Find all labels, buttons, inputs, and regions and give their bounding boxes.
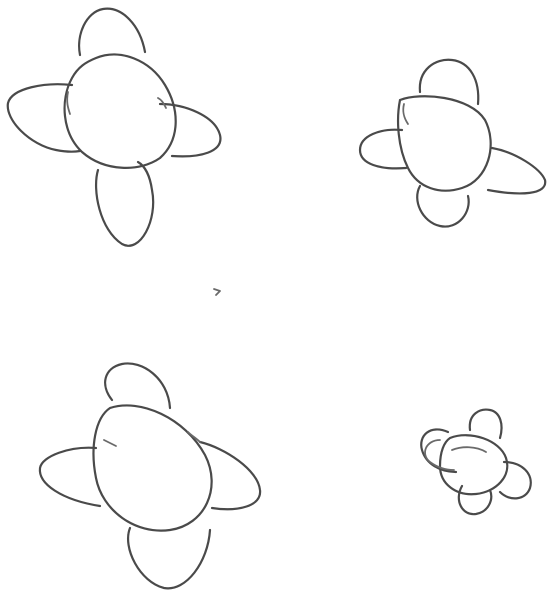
knot-left-lobe: [8, 84, 80, 151]
knot-core-loop: [398, 96, 491, 190]
lower-four-loop-knot-sketch: [40, 363, 260, 588]
knot-right-lobe: [488, 148, 545, 193]
knot-core-loop: [65, 54, 176, 167]
large-four-loop-knot-sketch: [8, 9, 221, 246]
knot-core-loop: [440, 435, 507, 494]
knot-top-lobe: [470, 410, 502, 438]
knot-crossing-mark: [452, 447, 486, 452]
knot-top-lobe: [79, 9, 145, 55]
knot-left-lobe: [421, 429, 456, 472]
knot-right-lobe: [500, 462, 531, 498]
knot-bottom-lobe: [128, 528, 210, 588]
knot-crossing-mark: [104, 440, 116, 446]
knot-core-loop: [94, 405, 212, 530]
knot-bottom-lobe: [417, 186, 468, 227]
small-tangled-knot-sketch: [421, 410, 531, 515]
stray-pen-mark: [214, 289, 220, 295]
knot-crossing-mark: [403, 104, 408, 124]
medium-four-loop-knot-sketch: [360, 60, 545, 227]
knot-bottom-lobe: [459, 486, 491, 514]
knot-crossing-mark: [67, 92, 70, 114]
knot-top-lobe: [105, 363, 170, 408]
knot-left-lobe: [40, 448, 100, 506]
knot-bottom-lobe: [96, 162, 153, 246]
